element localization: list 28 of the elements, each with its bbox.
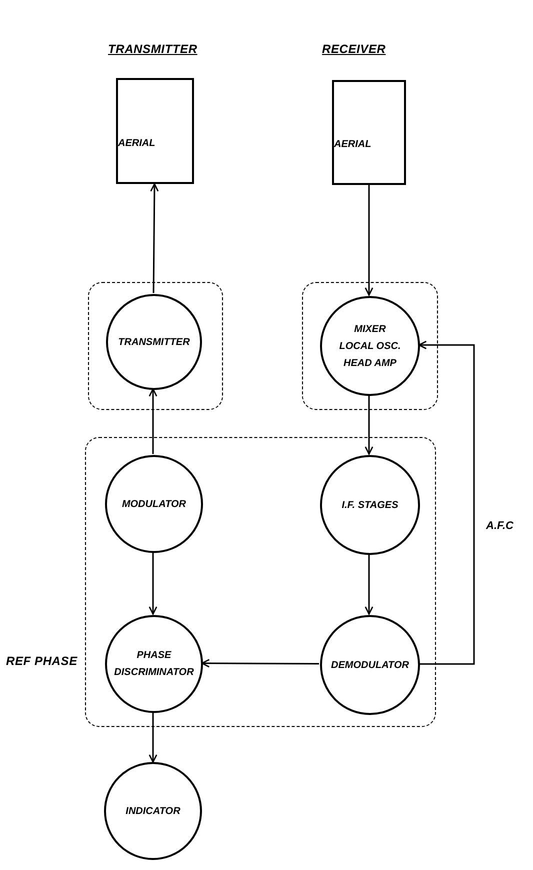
node-label: PHASE DISCRIMINATOR (113, 649, 195, 680)
node-label: INDICATOR (126, 804, 180, 818)
dashed-group-box (302, 282, 438, 410)
dashed-group-box (88, 282, 223, 410)
dashed-group-box (85, 437, 436, 727)
arrow (364, 395, 374, 455)
arrow (201, 658, 319, 668)
node-label: AERIAL (334, 138, 372, 152)
aerial-box (332, 80, 406, 185)
node-label: AERIAL (118, 136, 156, 150)
node-label: LOCAL OSC. (339, 340, 401, 354)
node-label: DEMODULATOR (331, 658, 409, 672)
node-label: HEAD AMP (344, 356, 396, 370)
node-label: I.F. STAGES (342, 498, 398, 512)
heading-label: TRANSMITTER (108, 41, 198, 58)
node-label: TRANSMITTER (118, 336, 190, 350)
arrow (364, 554, 374, 615)
arrow (418, 340, 475, 665)
node-label: MODULATOR (122, 498, 186, 512)
heading-label: REF PHASE (6, 653, 78, 670)
arrow (148, 712, 158, 763)
arrow (148, 388, 158, 454)
arrow (150, 183, 159, 293)
arrow (364, 185, 374, 296)
node-label: MIXER (354, 322, 386, 336)
arrow (148, 552, 158, 615)
aerial-box (116, 78, 194, 184)
heading-label: RECEIVER (322, 41, 386, 58)
